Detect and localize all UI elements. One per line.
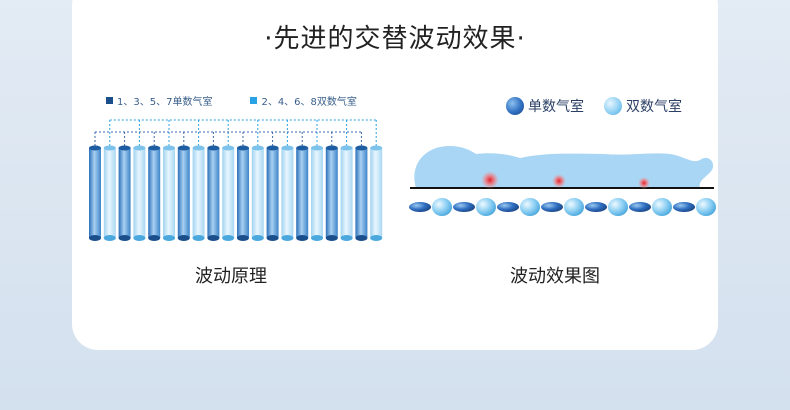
even-air-chamber [192, 145, 205, 241]
even-air-chamber [340, 145, 353, 241]
odd-air-chamber [296, 145, 309, 241]
odd-chamber-ball [453, 202, 475, 212]
odd-chamber-ball [541, 202, 563, 212]
wave-effect-illustration [409, 145, 716, 216]
odd-air-chamber [266, 145, 279, 241]
dark-ball-icon [506, 97, 524, 115]
even-air-chamber [103, 145, 116, 241]
principle-caption: 波动原理 [195, 266, 267, 287]
even-chamber-label: 2、4、6、8双数气室 [261, 97, 357, 108]
odd-air-chamber [207, 145, 220, 241]
even-chamber-ball [652, 198, 672, 216]
odd-chamber-ball [585, 202, 607, 212]
even-chamber-ball [564, 198, 584, 216]
odd-air-chamber [355, 145, 368, 241]
even-air-chamber [163, 145, 175, 241]
even-air-chamber [251, 145, 264, 241]
even-chamber-ball [608, 198, 628, 216]
air-chamber-diagram [86, 110, 386, 245]
even-chamber-ball [432, 198, 452, 216]
light-ball-icon [604, 97, 622, 115]
air-chamber-cylinders [89, 119, 383, 241]
odd-chamber-legend-item: 1、3、5、7单数气室 [106, 93, 212, 108]
wave-effect-diagram [408, 140, 720, 235]
pressure-point [552, 174, 566, 188]
odd-chamber-ball [409, 202, 431, 212]
odd-air-chamber [177, 145, 190, 241]
odd-chamber-effect-legend-item: 单数气室 [506, 96, 584, 116]
even-air-chamber [311, 145, 323, 241]
even-chamber-swatch [250, 97, 258, 104]
even-air-chamber [222, 145, 235, 241]
odd-air-chamber [89, 145, 101, 241]
odd-chamber-ball [629, 202, 651, 212]
odd-air-chamber [118, 145, 131, 241]
even-chamber-ball [476, 198, 496, 216]
pressure-point [481, 171, 499, 189]
odd-chamber-swatch [106, 97, 113, 104]
effect-legend: 单数气室 双数气室 [506, 96, 682, 116]
odd-chamber-ball [673, 202, 695, 212]
odd-air-chamber [148, 145, 161, 241]
even-air-chamber [281, 145, 294, 241]
even-chamber-effect-label: 双数气室 [626, 99, 682, 115]
odd-air-chamber [325, 145, 338, 241]
even-chamber-legend-item: 2、4、6、8双数气室 [250, 93, 357, 108]
odd-chamber-label: 1、3、5、7单数气室 [117, 97, 213, 108]
odd-air-chamber [237, 145, 249, 241]
odd-chamber-ball [497, 202, 519, 212]
page-title: ·先进的交替波动效果· [264, 24, 526, 54]
chamber-legend: 1、3、5、7单数气室 2、4、6、8双数气室 [106, 93, 357, 108]
even-chamber-effect-legend-item: 双数气室 [604, 96, 682, 116]
even-chamber-ball [520, 198, 540, 216]
pressure-point [638, 177, 650, 189]
effect-caption: 波动效果图 [510, 266, 600, 287]
even-air-chamber [370, 145, 383, 241]
odd-chamber-effect-label: 单数气室 [528, 99, 584, 115]
even-air-chamber [133, 145, 146, 241]
even-chamber-ball [696, 198, 716, 216]
